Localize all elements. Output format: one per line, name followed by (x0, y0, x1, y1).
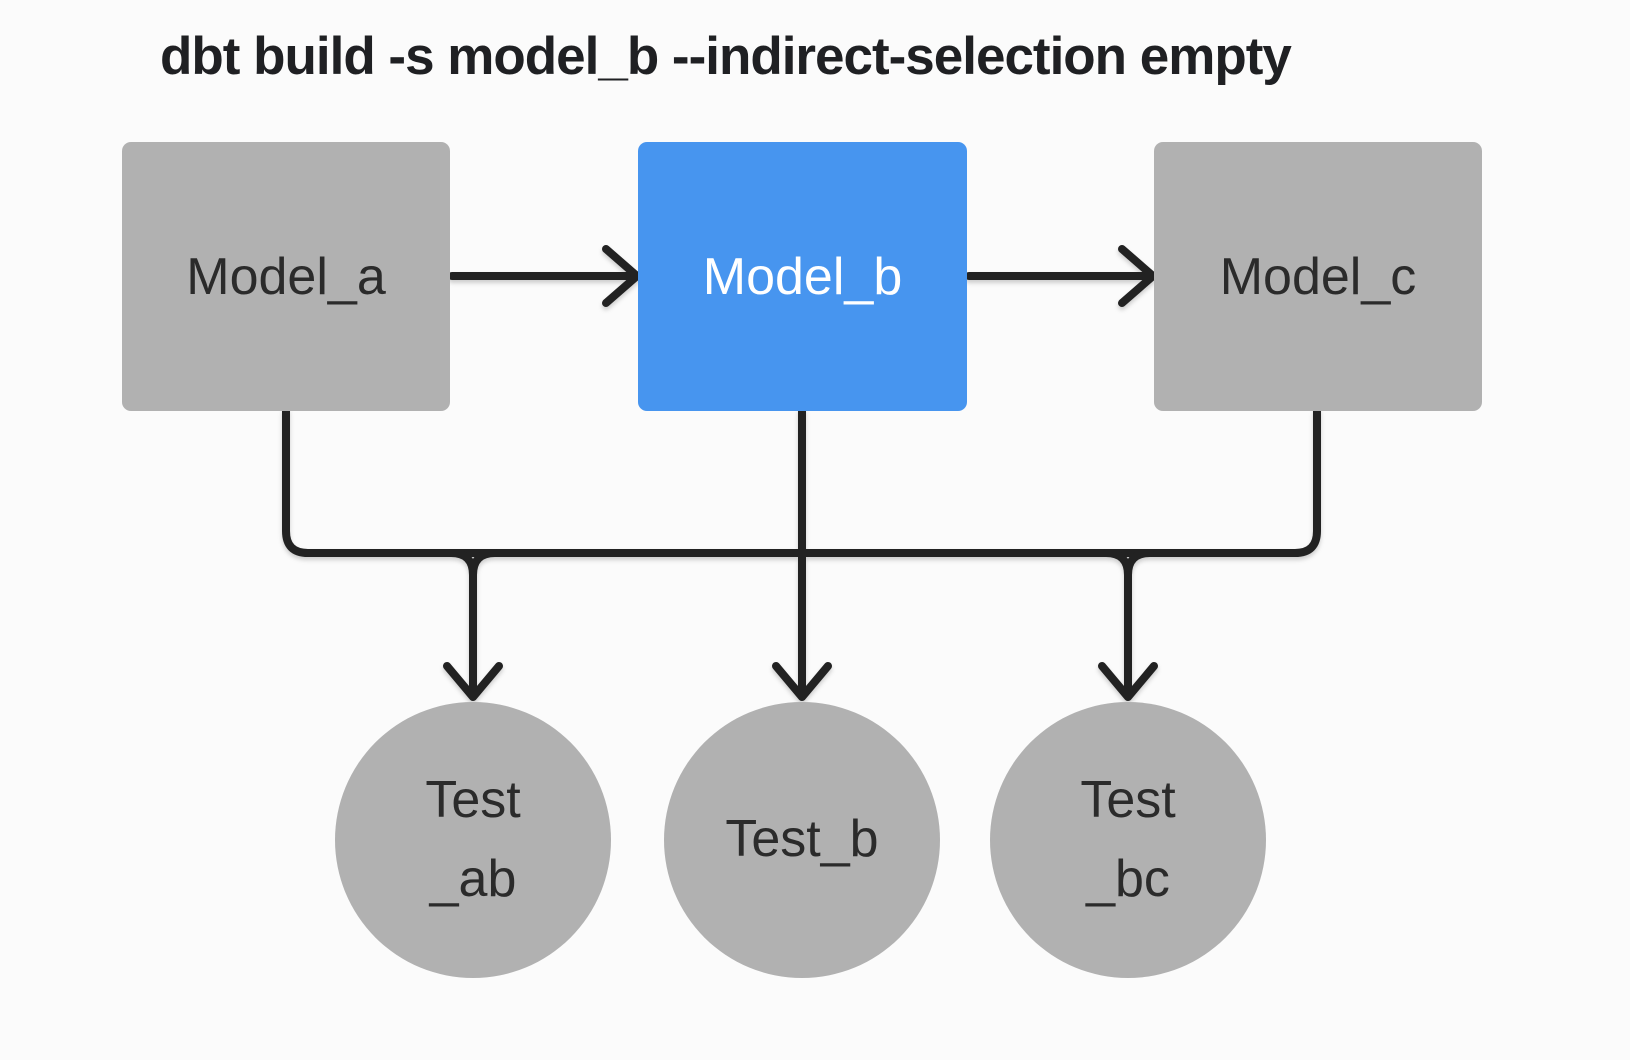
diagram-title: dbt build -s model_b --indirect-selectio… (160, 27, 1292, 86)
fork-test-bc-right-curve (1124, 549, 1154, 579)
node-model-b: Model_b (638, 142, 967, 411)
fork-test-ab-right-curve (469, 549, 499, 579)
node-test-b: Test_b (664, 702, 940, 978)
node-test-ab-label-line1: Test (425, 770, 521, 829)
node-test-bc-label-line2: _bc (1086, 850, 1170, 908)
edge-to-test-bc-arrowhead (1098, 662, 1158, 701)
node-model-a: Model_a (122, 142, 450, 411)
node-test-ab: Test _ab (335, 702, 611, 978)
node-model-c: Model_c (1154, 142, 1482, 411)
node-model-b-label: Model_b (702, 247, 903, 306)
edge-to-test-b-arrowhead (772, 662, 832, 701)
edge-model-b-to-model-c-arrowhead (1118, 245, 1157, 307)
edge-model-a-to-model-b-arrowhead (602, 245, 641, 307)
node-test-b-label: Test_b (725, 810, 879, 869)
node-test-bc: Test _bc (990, 702, 1266, 978)
node-test-ab-label-line2: _ab (429, 850, 517, 908)
node-test-bc-label-line1: Test (1080, 770, 1176, 829)
edge-to-test-ab-arrowhead (443, 662, 503, 701)
node-model-c-label: Model_c (1219, 247, 1417, 306)
node-model-a-label: Model_a (186, 247, 386, 306)
